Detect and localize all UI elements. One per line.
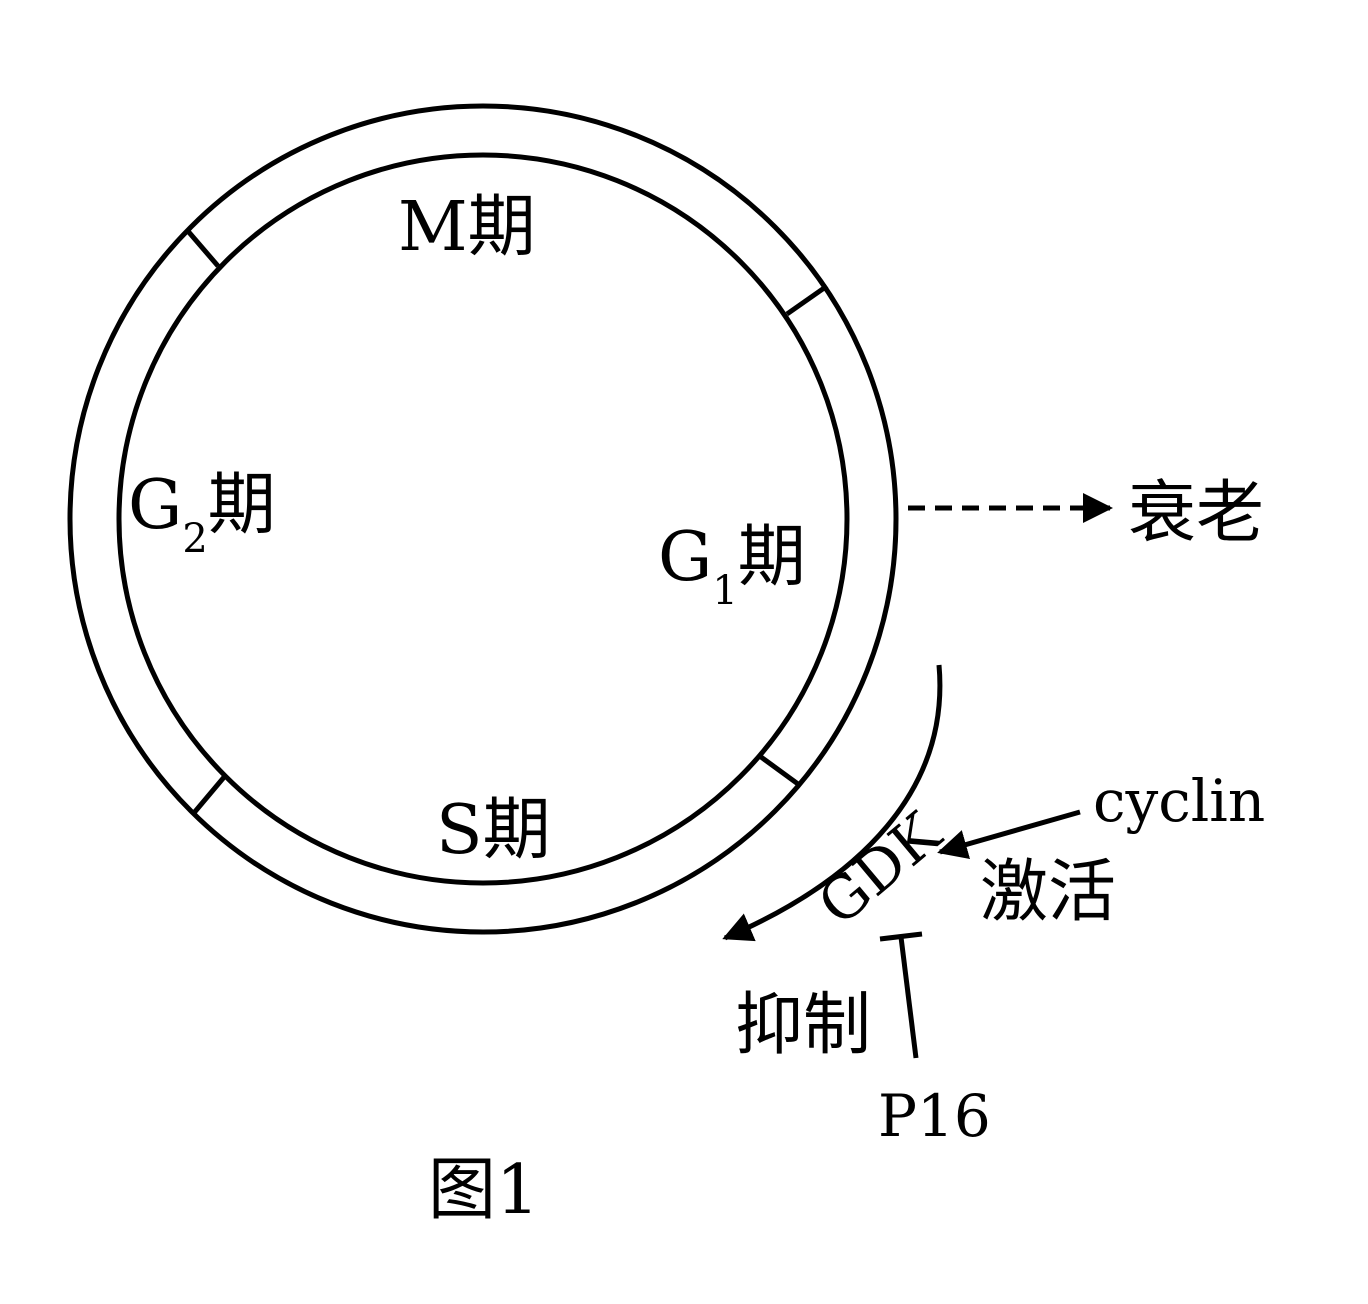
gdk-label: GDK (805, 798, 954, 939)
p16-inhibition-bar (879, 931, 923, 942)
g1-to-s-curved-arrow (722, 664, 943, 942)
inhibit-label: 抑制 (735, 986, 871, 1065)
phase-label-g2-subscript: 2 (182, 516, 207, 562)
senescence-label: 衰老 (1128, 474, 1264, 553)
cyclin-activation-arrow (937, 809, 1081, 860)
activate-label: 激活 (980, 853, 1116, 932)
phase-label-g2-suffix: 期 (208, 466, 276, 545)
outer-ring (67, 103, 899, 935)
phase-label-g2: G2期 (128, 466, 276, 562)
phase-label-g1-suffix: 期 (738, 518, 806, 597)
figure-caption: 图1 (428, 1151, 539, 1230)
cyclin-label: cyclin (1093, 767, 1265, 835)
phase-label-g1-main: G (658, 518, 712, 597)
boundary-tick-s-g2 (191, 774, 227, 816)
phase-label-g1-subscript: 1 (712, 568, 737, 614)
phase-label-s: S期 (436, 791, 551, 870)
p16-inhibition-line (898, 936, 919, 1059)
inner-ring (116, 152, 850, 886)
boundary-tick-m-g1 (785, 283, 829, 317)
phase-label-m: M期 (398, 188, 536, 267)
boundary-tick-g1-s (759, 754, 800, 787)
phase-label-g1: G1期 (658, 518, 806, 614)
boundary-tick-m-g2 (185, 228, 220, 268)
p16-label: P16 (878, 1082, 991, 1150)
phase-label-g2-main: G (128, 466, 182, 545)
